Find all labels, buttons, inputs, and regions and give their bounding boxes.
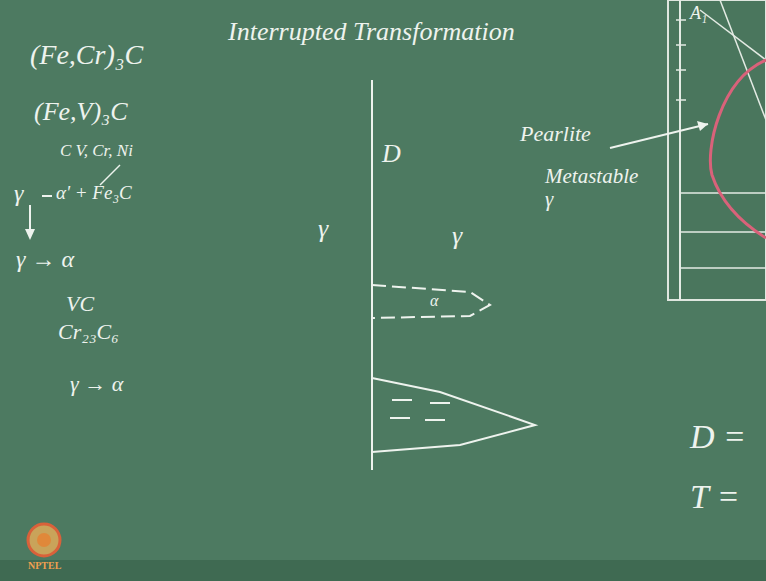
reaction-label: γ → α <box>70 372 123 396</box>
equation-label: D = <box>690 418 746 455</box>
reaction-label: γ → α <box>16 246 74 272</box>
formula-label: (Fe,Cr)₃C <box>30 40 143 71</box>
phase-symbol: γ <box>318 215 328 244</box>
logo-text: NPTEL <box>28 560 61 571</box>
phase-label: Pearlite <box>520 122 591 146</box>
element-list: C V, Cr, Ni <box>60 142 133 161</box>
temperature-label: A₁ <box>690 4 707 24</box>
formula-label: (Fe,V)₃C <box>34 98 128 127</box>
reaction-product: α' + Fe₃C <box>56 183 132 204</box>
carbide-label: Cr₂₃C₆ <box>58 320 119 344</box>
carbide-label: VC <box>66 292 94 316</box>
phase-symbol: α <box>430 292 438 310</box>
board-title: Interrupted Transformation <box>228 18 515 47</box>
axis-label: D <box>382 140 401 169</box>
phase-symbol: γ <box>452 222 462 251</box>
equation-label: T = <box>690 478 740 515</box>
phase-symbol: γ <box>14 180 23 206</box>
phase-label: Metastable γ <box>545 165 645 211</box>
